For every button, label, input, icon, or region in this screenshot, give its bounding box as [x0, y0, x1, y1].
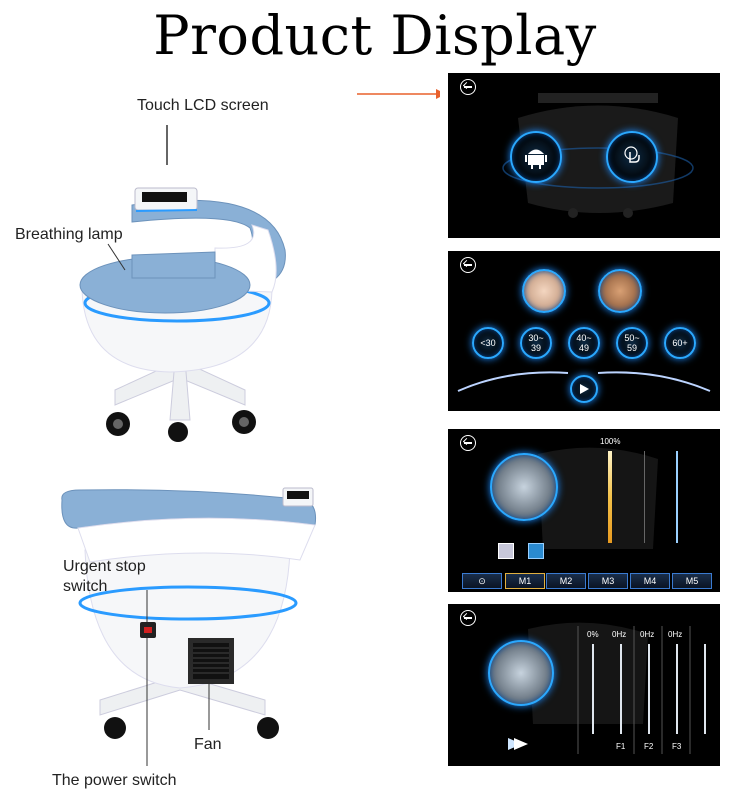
- label-touch-lcd: Touch LCD screen: [137, 97, 269, 114]
- back-icon[interactable]: [460, 257, 476, 273]
- age-button[interactable]: <30: [472, 327, 504, 359]
- touch-mode-button[interactable]: [606, 131, 658, 183]
- play-icon: [580, 384, 589, 394]
- female-body-button[interactable]: [522, 269, 566, 313]
- chair-preview: [490, 453, 558, 521]
- screen-home: [448, 73, 720, 238]
- screen-frequency: 0% 0Hz 0Hz 0Hz F1 F2 F3: [448, 604, 720, 766]
- mode-icon-a[interactable]: [498, 543, 514, 559]
- screen-user-select: <30 30~ 39 40~ 49 50~ 59 60+: [448, 251, 720, 411]
- age-button[interactable]: 60+: [664, 327, 696, 359]
- label-fan: Fan: [194, 736, 222, 753]
- age-button[interactable]: 50~ 59: [616, 327, 648, 359]
- mode-graphic: [538, 447, 658, 549]
- back-icon[interactable]: [460, 79, 476, 95]
- intensity-value: 100%: [600, 437, 621, 446]
- product-illustration: [61, 89, 440, 766]
- back-icon[interactable]: [460, 610, 476, 626]
- home-graphic: [502, 93, 694, 218]
- start-button[interactable]: [570, 375, 598, 403]
- secondary-slider[interactable]: [676, 451, 678, 543]
- android-button[interactable]: [510, 131, 562, 183]
- rear-chair: [61, 487, 316, 766]
- intensity-value: 0%: [587, 630, 599, 639]
- male-body-button[interactable]: [598, 269, 642, 313]
- age-button[interactable]: 30~ 39: [520, 327, 552, 359]
- frequency-value: 0Hz: [668, 630, 683, 639]
- android-icon: [525, 149, 547, 169]
- age-button[interactable]: 40~ 49: [568, 327, 600, 359]
- divider-line: [644, 451, 645, 543]
- label-urgent-stop: Urgent stop switch: [63, 558, 146, 595]
- frequency-graphic: [508, 622, 706, 754]
- page-title: Product Display: [153, 4, 597, 67]
- front-chair: [79, 125, 286, 442]
- frequency-value: 0Hz: [612, 630, 627, 639]
- channel-label: F1: [616, 742, 626, 751]
- channel-label: F3: [672, 742, 682, 751]
- label-breathing-lamp: Breathing lamp: [15, 226, 123, 243]
- chair-preview: [488, 640, 554, 706]
- mode-button-m4[interactable]: M4: [630, 573, 670, 589]
- mode-button-m2[interactable]: M2: [546, 573, 586, 589]
- touch-hand-icon: [624, 146, 640, 163]
- channel-label: F2: [644, 742, 654, 751]
- frequency-value: 0Hz: [640, 630, 655, 639]
- screen-mode-control: 100% ⊙: [448, 429, 720, 592]
- label-power-switch: The power switch: [52, 772, 177, 789]
- mode-button-m5[interactable]: M5: [672, 573, 712, 589]
- mode-icon-b[interactable]: [528, 543, 544, 559]
- back-icon[interactable]: [460, 435, 476, 451]
- mode-button-m3[interactable]: M3: [588, 573, 628, 589]
- intensity-slider[interactable]: [608, 451, 612, 543]
- timer-button[interactable]: ⊙: [462, 573, 502, 589]
- mode-button-m1[interactable]: M1: [505, 573, 545, 589]
